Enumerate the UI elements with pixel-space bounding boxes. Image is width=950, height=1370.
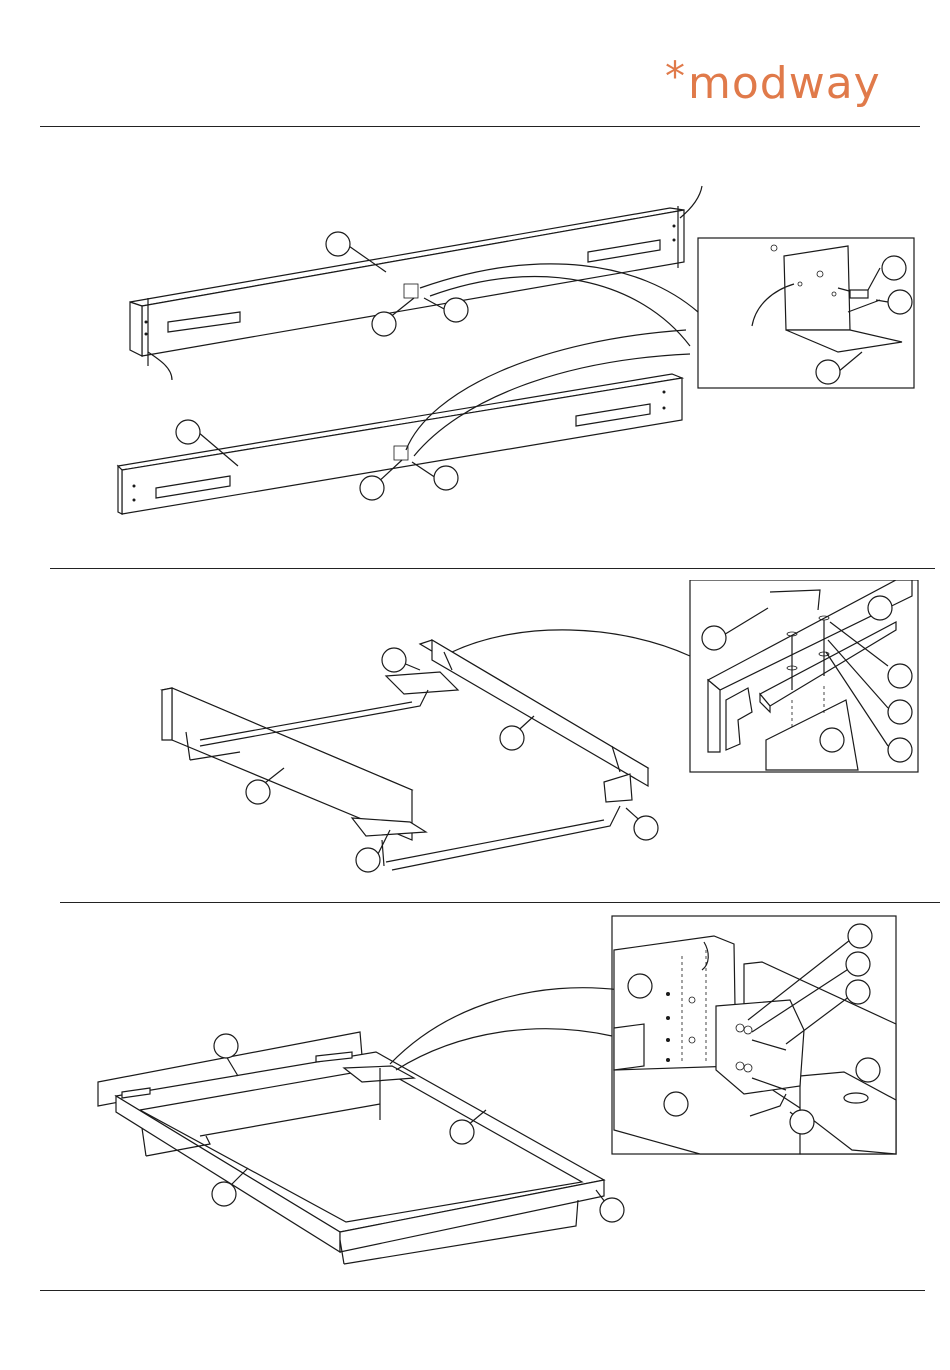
callout-x [600,1198,624,1222]
detail-box-corner-bracket [612,916,896,1154]
callout-t [820,728,844,752]
callout-b [372,312,396,336]
callout-r [888,700,912,724]
callout-p [702,626,726,650]
callout-i [434,466,458,490]
callout-ae [790,1110,814,1134]
detail-box-rail-bolts [690,580,918,772]
callout-k [500,726,524,750]
callout-q [888,664,912,688]
logo-text: modway [688,58,881,109]
callout-l [356,848,380,872]
callout-a [326,232,350,256]
callout-d [882,256,906,280]
callout-h [360,476,384,500]
callout-u [214,1034,238,1058]
callout-o [868,596,892,620]
callout-aa [846,980,870,1004]
callout-m [634,816,658,840]
callout-w [450,1120,474,1144]
callout-s [888,738,912,762]
callout-j [246,780,270,804]
callout-v [212,1182,236,1206]
divider-bottom [40,1290,925,1291]
callout-ad [664,1092,688,1116]
callout-n [382,648,406,672]
callout-ab [628,974,652,998]
asterisk-icon: * [665,54,686,100]
lower-panel [118,374,682,514]
step-2-illustration [0,580,950,890]
frame-step-2 [162,640,648,870]
detail-box-bracket [698,238,914,388]
callout-ac [856,1058,880,1082]
step-1-illustration [0,180,950,540]
callout-f [816,360,840,384]
step-3-illustration [0,912,950,1282]
divider-top [40,126,920,127]
callout-z [846,952,870,976]
frame-step-3 [98,1032,604,1264]
brand-logo: *modway [665,58,881,109]
divider-2 [60,902,940,903]
callout-y [848,924,872,948]
divider-1 [50,568,935,569]
callout-g [176,420,200,444]
callout-c [444,298,468,322]
callout-e [888,290,912,314]
